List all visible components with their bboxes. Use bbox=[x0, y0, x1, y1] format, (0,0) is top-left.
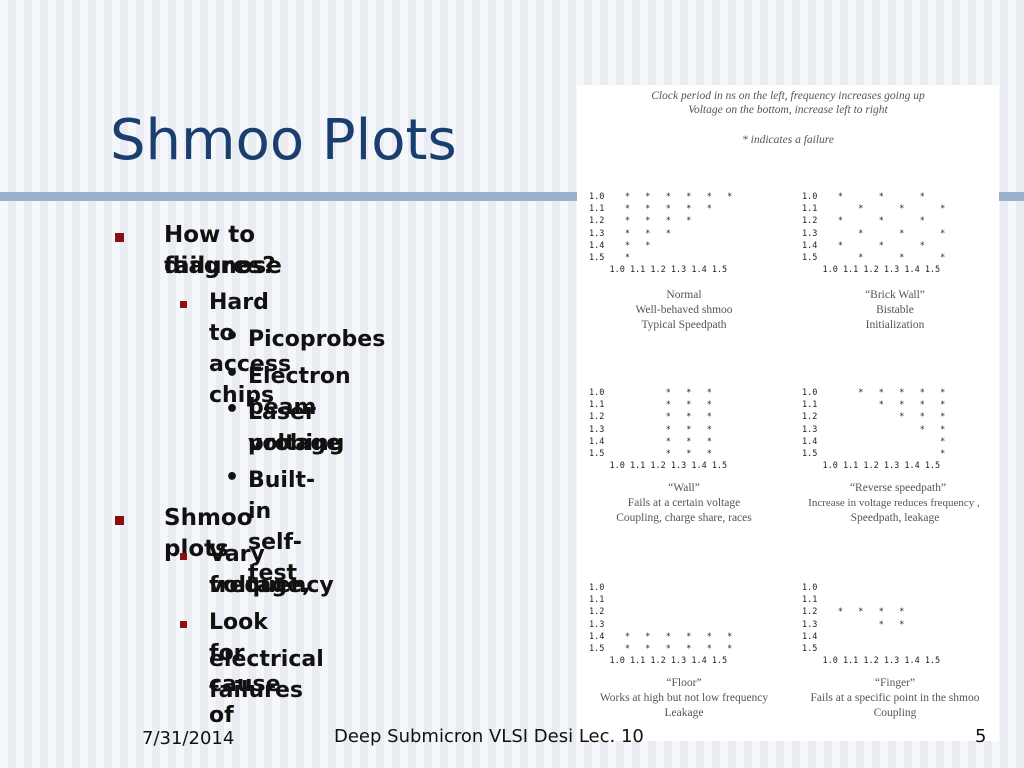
bullet-text: Shmoo plots bbox=[164, 505, 253, 562]
plot-caption: Increase in voltage reduces frequency , bbox=[808, 497, 980, 509]
shmoo-plot-brick-wall: 1.0 * * * 1.1 * * * 1.2 * * * 1.3 * * * … bbox=[802, 192, 946, 276]
plot-caption: Fails at a specific point in the shmoo bbox=[810, 692, 980, 704]
plot-caption: Leakage bbox=[664, 707, 704, 719]
shmoo-figure: Clock period in ns on the left, frequenc… bbox=[577, 85, 999, 741]
bullet-dot-icon: • bbox=[225, 361, 240, 386]
footer-title: Deep Submicron VLSI Desi Lec. 10 bbox=[334, 726, 644, 747]
slide-title: Shmoo Plots bbox=[110, 108, 457, 173]
plot-caption-title: Normal bbox=[666, 289, 702, 301]
plot-caption-title: “Reverse speedpath” bbox=[849, 482, 947, 494]
bullet-text: How to diagnose bbox=[164, 222, 282, 279]
bullet-dot-icon: • bbox=[225, 465, 240, 490]
plot-caption-title: “Wall” bbox=[668, 482, 700, 494]
bullet-text: frequency bbox=[209, 573, 334, 598]
bullet-text: probing bbox=[248, 431, 345, 456]
bullet-square-icon bbox=[180, 621, 187, 628]
shmoo-plot-finger: 1.0 1.1 1.2 * * * * 1.3 * * 1.4 1.5 1.0 … bbox=[802, 583, 941, 667]
plot-caption: Works at high but not low frequency bbox=[599, 692, 769, 704]
shmoo-plot-wall: 1.0 * * * 1.1 * * * 1.2 * * * 1.3 * * * … bbox=[589, 388, 728, 472]
figure-header: Voltage on the bottom, increase left to … bbox=[688, 104, 888, 116]
plot-caption: Fails at a certain voltage bbox=[627, 497, 741, 509]
plot-caption-title: “Finger” bbox=[874, 677, 916, 689]
bullet-text: Built-in self-test bbox=[248, 468, 316, 586]
bullet-text: Vary voltage, bbox=[209, 542, 311, 598]
plot-caption-title: “Brick Wall” bbox=[865, 289, 925, 301]
page-number: 5 bbox=[975, 726, 987, 747]
footer-date: 7/31/2014 bbox=[142, 728, 235, 749]
plot-caption-title: “Floor” bbox=[666, 677, 702, 689]
bullet-text: Electron beam bbox=[248, 364, 351, 420]
plot-caption: Well-behaved shmoo bbox=[635, 304, 733, 316]
plot-caption: Initialization bbox=[865, 319, 925, 331]
bullet-text: Look for cause of bbox=[209, 610, 281, 728]
title-divider bbox=[0, 192, 1024, 201]
shmoo-plot-reverse-speedpath: 1.0 * * * * * 1.1 * * * * 1.2 * * * 1.3 … bbox=[802, 388, 946, 472]
shmoo-plot-normal: 1.0 * * * * * * 1.1 * * * * * 1.2 * * * … bbox=[589, 192, 733, 276]
bullet-square-icon bbox=[115, 516, 124, 525]
bullet-text: Picoprobes bbox=[248, 327, 386, 352]
plot-caption: Coupling bbox=[873, 707, 917, 719]
bullet-text: Hard to access chips bbox=[209, 290, 292, 408]
figure-header: Clock period in ns on the left, frequenc… bbox=[651, 90, 925, 102]
bullet-text: Laser voltage bbox=[248, 400, 342, 456]
plot-caption: Bistable bbox=[876, 304, 914, 316]
shmoo-plot-floor: 1.0 1.1 1.2 1.3 1.4 * * * * * * 1.5 * * … bbox=[589, 583, 733, 667]
bullet-dot-icon: • bbox=[225, 397, 240, 422]
bullet-square-icon bbox=[180, 553, 187, 560]
bullet-text: electrical failures bbox=[209, 647, 324, 703]
figure-header: * indicates a failure bbox=[742, 134, 834, 146]
plot-caption: Speedpath, leakage bbox=[850, 512, 940, 524]
bullet-square-icon bbox=[180, 301, 187, 308]
bullet-text: failures? bbox=[164, 253, 276, 279]
bullet-square-icon bbox=[115, 233, 124, 242]
plot-caption: Coupling, charge share, races bbox=[616, 512, 752, 524]
plot-caption: Typical Speedpath bbox=[641, 319, 727, 331]
bullet-dot-icon: • bbox=[225, 324, 240, 349]
